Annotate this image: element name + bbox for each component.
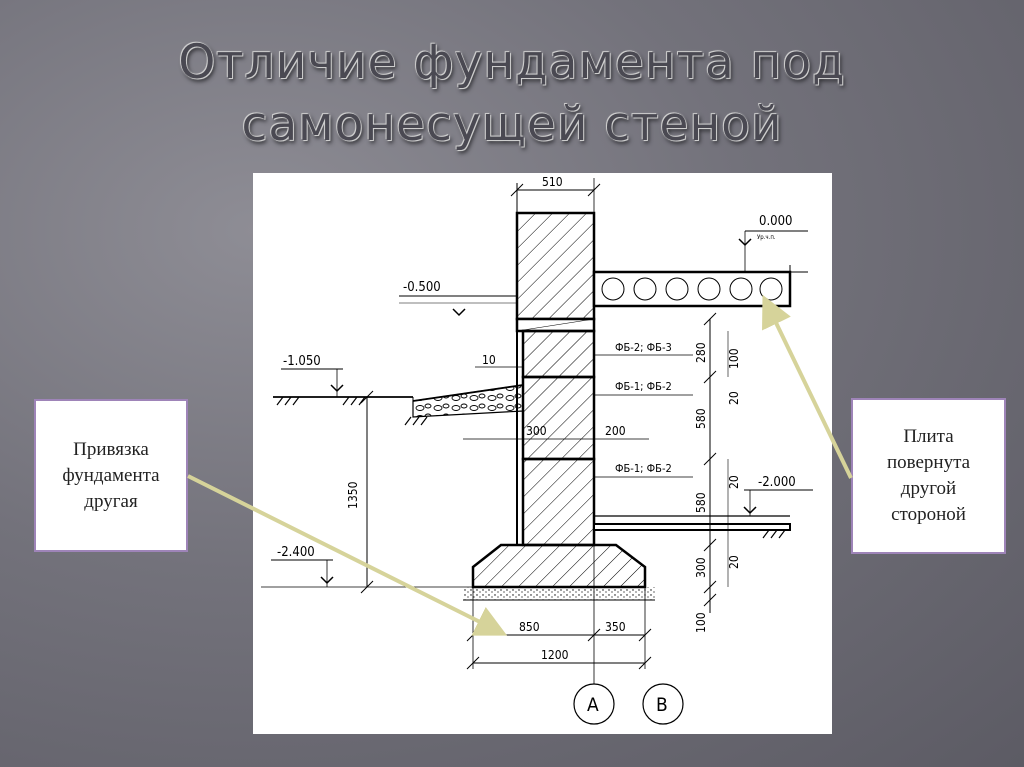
dim-20a-label: 20 [727, 391, 741, 405]
axis-label-a: А [587, 694, 599, 716]
dim-350-label: 350 [605, 620, 626, 634]
level-0000-note: Ур.ч.п. [757, 234, 776, 241]
dim-580b-label: 580 [694, 492, 708, 513]
gravel-blind-area [412, 384, 524, 418]
dim-300v-label: 300 [694, 557, 708, 578]
axis-bubble-b [642, 683, 684, 725]
title-line-1: Отличие фундамента под [178, 35, 846, 90]
level-0500-label: -0.500 [403, 280, 441, 295]
dim-20b-label: 20 [727, 475, 741, 489]
callout-slab-rotated: Плита повернута другой стороной [851, 398, 1006, 554]
callout-right-text: Плита повернута другой стороной [886, 426, 971, 525]
block-label-lower: ФБ-1; ФБ-2 [615, 462, 672, 475]
block-label-middle: ФБ-1; ФБ-2 [615, 380, 672, 393]
foundation-drawing: 510 0.000 Ур.ч.п. -0.500 [253, 173, 832, 734]
drawing-svg: 510 0.000 Ур.ч.п. -0.500 [261, 175, 813, 725]
dim-1350-label: 1350 [346, 481, 360, 509]
level-2400-label: -2.400 [277, 545, 315, 560]
foundation-pad [471, 543, 647, 589]
level-0000-label: 0.000 [759, 214, 792, 229]
brick-wall [515, 211, 596, 321]
callout-left-text: Привязка фундамента другая [62, 438, 160, 512]
ground-hatch-left [276, 396, 428, 426]
dim-200-label: 200 [605, 424, 626, 438]
dim-10-label: 10 [482, 353, 496, 367]
slide-title: Отличие фундамента под самонесущей стено… [0, 32, 1024, 156]
dim-100a-label: 100 [727, 348, 741, 369]
dim-100b-label: 100 [694, 612, 708, 633]
level-2000-label: -2.000 [758, 475, 796, 490]
inner-floor-slab [593, 523, 791, 531]
dim-280-label: 280 [694, 342, 708, 363]
callout-footing-offset: Привязка фундамента другая [34, 399, 188, 552]
axis-label-b: В [656, 694, 668, 716]
block-label-top: ФБ-2; ФБ-3 [615, 341, 672, 354]
axis-bubble-a [573, 683, 615, 725]
block-fb-lower [521, 457, 596, 547]
dim-510-label: 510 [542, 175, 563, 189]
block-fb-middle [521, 375, 596, 461]
dim-850-label: 850 [519, 620, 540, 634]
dim-580a-label: 580 [694, 408, 708, 429]
sand-bedding [463, 587, 655, 600]
dim-300-label: 300 [526, 424, 547, 438]
hollow-core-slab [592, 270, 792, 308]
block-fb-upper [521, 329, 596, 379]
title-line-2: самонесущей стеной [241, 97, 783, 152]
level-1050-label: -1.050 [283, 354, 321, 369]
dim-1200-label: 1200 [541, 648, 569, 662]
dim-20c-label: 20 [727, 555, 741, 569]
ground-hatch-right [762, 529, 786, 539]
